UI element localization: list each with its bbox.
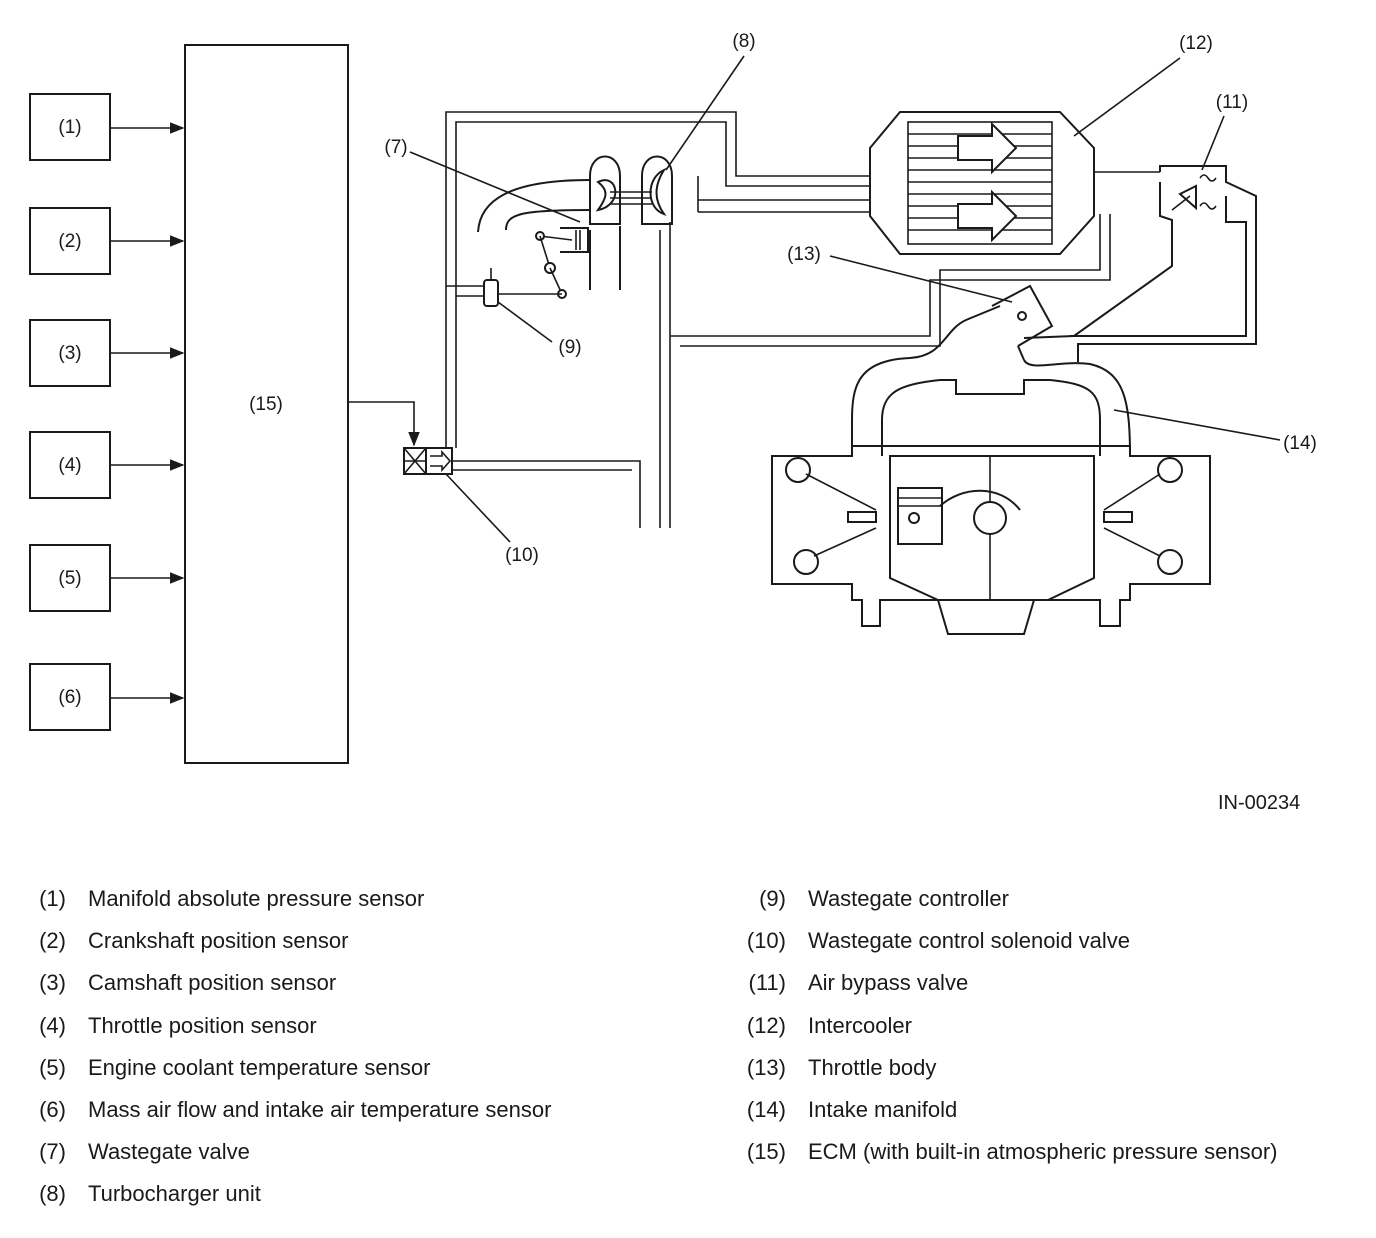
callout-10: (10) bbox=[445, 473, 539, 566]
legend-item: (2) Crankshaft position sensor bbox=[0, 920, 700, 962]
svg-text:(9): (9) bbox=[558, 337, 581, 358]
legend-number: (3) bbox=[39, 970, 66, 996]
intercooler bbox=[869, 111, 1160, 255]
legend-text: Intercooler bbox=[808, 1012, 912, 1038]
callout-14: (14) bbox=[1113, 409, 1317, 454]
svg-text:(13): (13) bbox=[787, 244, 821, 265]
svg-text:(1): (1) bbox=[58, 117, 81, 138]
legend-text: Throttle position sensor bbox=[88, 1012, 317, 1038]
legend-item: (7) Wastegate valve bbox=[0, 1131, 700, 1173]
sensor-box-5: (5) bbox=[29, 544, 111, 612]
legend-text: Wastegate control solenoid valve bbox=[808, 928, 1131, 954]
legend-number: (2) bbox=[39, 928, 66, 954]
legend-text: Wastegate controller bbox=[808, 886, 1009, 911]
legend-right: (9) Wastegate controller (10) Wastegate … bbox=[700, 878, 1376, 1173]
sensor-box-4: (4) bbox=[29, 431, 111, 499]
callout-8: (8) bbox=[665, 31, 756, 171]
turbocharger-unit bbox=[477, 155, 673, 290]
legend-text: Crankshaft position sensor bbox=[88, 928, 349, 954]
svg-text:(14): (14) bbox=[1283, 433, 1317, 454]
legend-number: (11) bbox=[748, 970, 787, 996]
sensor-box-3: (3) bbox=[29, 319, 111, 387]
legend-number: (15) bbox=[746, 1139, 786, 1165]
turbo-control-diagram: (1) (2) (3) (4) (5) (6) (15) bbox=[29, 31, 1317, 764]
legend-item: (8) Turbocharger unit bbox=[0, 1173, 700, 1215]
legend-item: (4) Throttle position sensor bbox=[0, 1005, 700, 1047]
legend-item: (10) Wastegate control solenoid valve bbox=[700, 920, 1376, 962]
sensor-box-1: (1) bbox=[29, 93, 111, 161]
svg-text:(11): (11) bbox=[1216, 92, 1248, 113]
svg-text:(3): (3) bbox=[58, 343, 81, 364]
legend-left: (1) Manifold absolute pressure sensor (2… bbox=[0, 878, 700, 1216]
ecm-output-line bbox=[348, 401, 420, 447]
legend-text: Engine coolant temperature sensor bbox=[88, 1054, 431, 1080]
engine-block bbox=[771, 445, 1211, 635]
callout-7: (7) bbox=[384, 137, 581, 223]
svg-text:(5): (5) bbox=[58, 568, 81, 589]
callout-11: (11) bbox=[1201, 92, 1248, 171]
legend-number: (6) bbox=[39, 1096, 66, 1122]
legend-text: Intake manifold bbox=[808, 1096, 958, 1122]
svg-text:(12): (12) bbox=[1179, 33, 1213, 54]
callout-13: (13) bbox=[787, 244, 1013, 303]
legend-item: (13) Throttle body bbox=[700, 1047, 1376, 1089]
wastegate-valve bbox=[535, 227, 589, 299]
svg-text:(4): (4) bbox=[58, 455, 81, 476]
sensor-box-6: (6) bbox=[29, 663, 111, 731]
legend-item: (9) Wastegate controller bbox=[700, 878, 1376, 920]
legend-text: Manifold absolute pressure sensor bbox=[88, 886, 425, 911]
svg-text:(7): (7) bbox=[384, 137, 407, 158]
legend-text: Air bypass valve bbox=[808, 970, 969, 996]
legend-text: Mass air flow and intake air temperature… bbox=[88, 1096, 552, 1122]
legend-item: (14) Intake manifold bbox=[700, 1089, 1376, 1131]
legend-text: Wastegate valve bbox=[88, 1139, 250, 1165]
legend-item: (15) ECM (with built-in atmospheric pres… bbox=[700, 1131, 1376, 1173]
wastegate-solenoid-valve bbox=[403, 447, 453, 475]
intake-manifold bbox=[851, 305, 1131, 457]
legend-text: Camshaft position sensor bbox=[88, 970, 337, 996]
legend-item: (1) Manifold absolute pressure sensor bbox=[0, 878, 700, 920]
legend-number: (14) bbox=[746, 1096, 786, 1122]
legend-number: (4) bbox=[39, 1012, 66, 1038]
legend-item: (3) Camshaft position sensor bbox=[0, 962, 700, 1004]
legend-number: (8) bbox=[39, 1181, 66, 1207]
legend-item: (5) Engine coolant temperature sensor bbox=[0, 1047, 700, 1089]
legend-number: (13) bbox=[746, 1054, 786, 1080]
sensor-box-2: (2) bbox=[29, 207, 111, 275]
ecm-box: (15) bbox=[184, 44, 349, 764]
legend-number: (9) bbox=[759, 886, 786, 911]
legend-item: (11) Air bypass valve bbox=[700, 962, 1376, 1004]
legend-number: (1) bbox=[39, 886, 66, 911]
svg-text:(15): (15) bbox=[249, 394, 283, 415]
svg-text:(2): (2) bbox=[58, 231, 81, 252]
wastegate-controller bbox=[483, 268, 562, 307]
sensor-input-arrows bbox=[110, 122, 185, 704]
figure-id: IN-00234 bbox=[1218, 792, 1301, 814]
legend-number: (7) bbox=[39, 1139, 66, 1165]
svg-text:(6): (6) bbox=[58, 687, 81, 708]
callout-9: (9) bbox=[497, 301, 582, 358]
throttle-body bbox=[991, 284, 1054, 361]
svg-text:(10): (10) bbox=[505, 545, 539, 566]
legend-text: ECM (with built-in atmospheric pressure … bbox=[808, 1139, 1278, 1165]
legend-text: Throttle body bbox=[808, 1054, 937, 1080]
air-bypass-valve bbox=[1023, 165, 1257, 362]
legend-item: (6) Mass air flow and intake air tempera… bbox=[0, 1089, 700, 1131]
legend-number: (5) bbox=[39, 1054, 66, 1080]
legend-number: (10) bbox=[746, 928, 786, 954]
boost-hoses bbox=[445, 111, 1111, 528]
svg-text:(8): (8) bbox=[732, 31, 755, 52]
callout-12: (12) bbox=[1073, 33, 1213, 137]
legend-number: (12) bbox=[746, 1012, 786, 1038]
legend-text: Turbocharger unit bbox=[88, 1181, 261, 1207]
legend-item: (12) Intercooler bbox=[700, 1005, 1376, 1047]
